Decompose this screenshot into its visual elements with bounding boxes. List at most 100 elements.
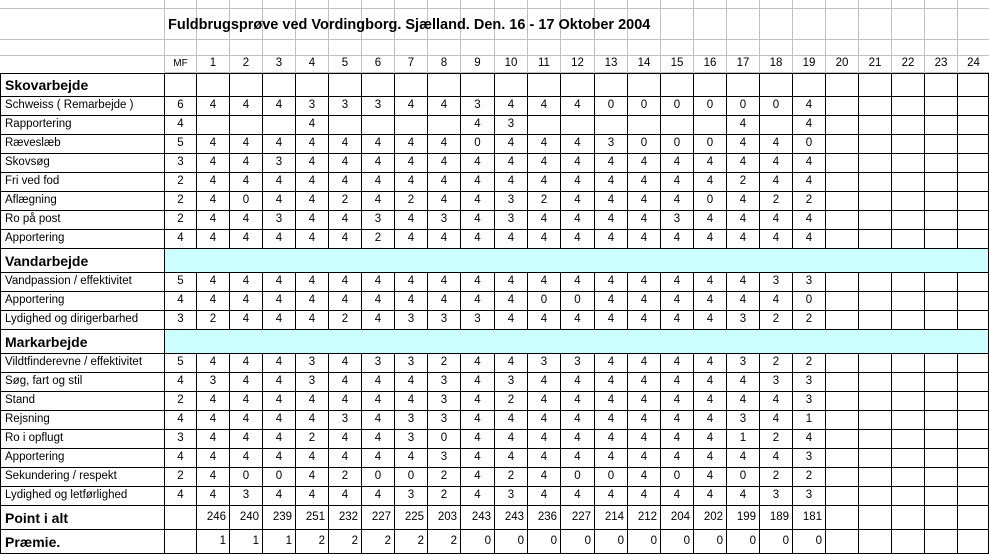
total-points-cell: 232 (328, 506, 361, 530)
gridline (660, 0, 661, 55)
gridline (627, 0, 628, 55)
total-points-cell: 199 (726, 506, 759, 530)
score-cell (891, 273, 924, 292)
score-cell: 4 (594, 154, 627, 173)
score-cell (825, 311, 858, 330)
score-cell: 4 (594, 230, 627, 249)
column-header: 3 (262, 55, 295, 73)
score-cell: 4 (460, 411, 494, 430)
score-cell: 4 (295, 449, 328, 468)
score-cell: 4 (494, 292, 527, 311)
score-cell: 4 (693, 373, 726, 392)
score-cell: 4 (196, 135, 229, 154)
score-cell: 4 (693, 449, 726, 468)
score-cell: 4 (594, 373, 627, 392)
score-cell (394, 116, 427, 135)
score-cell: 4 (627, 354, 660, 373)
score-cell: 4 (560, 449, 594, 468)
gridline (295, 0, 296, 55)
score-cell: 2 (164, 173, 196, 192)
total-points-cell: 202 (693, 506, 726, 530)
score-cell: 4 (196, 468, 229, 487)
score-cell: 0 (759, 97, 792, 116)
score-cell: 4 (594, 273, 627, 292)
column-header: 5 (328, 55, 361, 73)
total-points-cell (858, 506, 891, 530)
score-cell: 4 (792, 211, 825, 230)
criterion-label: Sekundering / respekt (0, 468, 164, 487)
total-points-cell (924, 506, 957, 530)
score-cell: 4 (460, 192, 494, 211)
score-cell: 4 (460, 468, 494, 487)
score-cell (957, 430, 989, 449)
column-header: 22 (891, 55, 924, 73)
score-cell: 4 (726, 211, 759, 230)
score-cell (957, 211, 989, 230)
prize-cell: 0 (759, 530, 792, 554)
score-cell: 0 (594, 468, 627, 487)
score-cell: 2 (726, 173, 759, 192)
score-cell (693, 116, 726, 135)
score-cell: 4 (295, 468, 328, 487)
score-cell: 4 (527, 154, 560, 173)
gridline (229, 0, 230, 55)
score-cell: 3 (792, 449, 825, 468)
score-cell (957, 97, 989, 116)
column-header: 6 (361, 55, 394, 73)
score-cell: 4 (527, 135, 560, 154)
score-cell: 4 (229, 211, 262, 230)
score-cell (858, 192, 891, 211)
score-cell (858, 468, 891, 487)
score-cell: 4 (560, 97, 594, 116)
column-header: 24 (957, 55, 989, 73)
score-cell: 4 (693, 354, 726, 373)
empty-cell (891, 73, 924, 97)
empty-cell (594, 73, 627, 97)
score-cell (361, 116, 394, 135)
score-cell: 4 (627, 487, 660, 506)
score-cell: 4 (262, 392, 295, 411)
score-cell (957, 116, 989, 135)
score-cell: 4 (295, 292, 328, 311)
score-cell: 3 (295, 97, 328, 116)
score-cell: 3 (361, 354, 394, 373)
score-cell: 0 (726, 97, 759, 116)
gridline (262, 0, 263, 55)
empty-cell (527, 73, 560, 97)
score-cell: 3 (460, 97, 494, 116)
score-cell: 4 (759, 173, 792, 192)
score-cell (924, 173, 957, 192)
score-cell: 4 (693, 273, 726, 292)
score-cell: 3 (196, 373, 229, 392)
score-cell: 4 (460, 487, 494, 506)
total-points-cell: 214 (594, 506, 627, 530)
score-cell (957, 192, 989, 211)
score-cell (858, 430, 891, 449)
score-cell: 4 (494, 173, 527, 192)
criterion-label: Rapportering (0, 116, 164, 135)
score-cell: 4 (660, 487, 693, 506)
gridline (891, 0, 892, 55)
score-cell: 4 (594, 392, 627, 411)
score-cell: 2 (759, 192, 792, 211)
score-cell: 3 (660, 211, 693, 230)
score-cell: 4 (460, 230, 494, 249)
score-cell: 4 (693, 411, 726, 430)
gridline (792, 0, 793, 55)
score-cell: 4 (460, 373, 494, 392)
score-cell: 3 (792, 373, 825, 392)
score-cell: 0 (427, 430, 460, 449)
empty-cell (164, 73, 196, 97)
score-cell: 4 (494, 411, 527, 430)
score-cell: 4 (660, 230, 693, 249)
score-cell: 2 (328, 311, 361, 330)
score-cell: 4 (394, 211, 427, 230)
gridline (825, 0, 826, 55)
score-cell: 6 (164, 97, 196, 116)
score-cell: 4 (627, 449, 660, 468)
score-cell: 4 (594, 311, 627, 330)
gridline (361, 0, 362, 55)
score-cell: 0 (394, 468, 427, 487)
total-points-cell (891, 506, 924, 530)
score-cell: 4 (693, 211, 726, 230)
